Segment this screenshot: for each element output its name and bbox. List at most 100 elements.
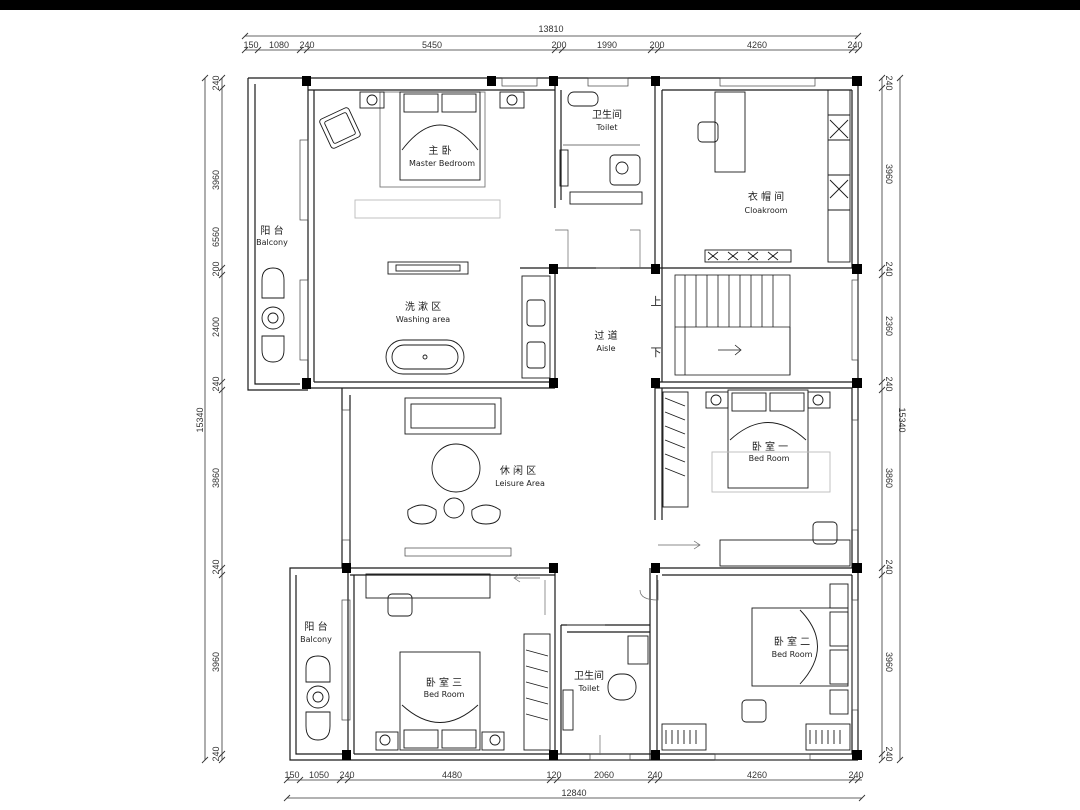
- dim-bottom-seg-4: 120: [546, 770, 561, 780]
- master-armchair: [319, 107, 361, 149]
- dim-bottom-seg-6: 240: [647, 770, 662, 780]
- label-leisure-area-en: Leisure Area: [495, 479, 545, 488]
- toilet-top-fixtures: [559, 91, 643, 205]
- dim-tick: [858, 794, 866, 802]
- dim-right-seg-3: 2360: [884, 316, 894, 336]
- stairs: [674, 274, 791, 376]
- dim-left-total: 15340: [195, 407, 205, 432]
- leisure-fixtures: [404, 397, 502, 525]
- dim-left-segments: 240 3960 6560 200 2400 240 3860 240 3960…: [211, 75, 221, 761]
- label-toilet-top-cn: 卫生间: [592, 108, 622, 121]
- dim-tick: [546, 776, 554, 784]
- dim-tick: [878, 564, 886, 572]
- dim-top-seg-0: 150: [243, 40, 258, 50]
- label-cloakroom-cn: 衣 帽 间: [748, 190, 784, 203]
- room-labels: 主 卧 Master Bedroom 卫生间 Toilet 衣 帽 间 Cloa…: [256, 108, 812, 699]
- dim-tick: [201, 74, 209, 82]
- dim-tick: [654, 46, 662, 54]
- windows: [299, 77, 859, 761]
- label-aisle-en: Aisle: [596, 344, 615, 353]
- dim-tick: [878, 756, 886, 764]
- dim-tick: [848, 46, 856, 54]
- label-bedroom-two-cn: 卧 室 二: [774, 635, 810, 648]
- label-toilet-bottom-en: Toilet: [578, 684, 600, 693]
- dim-tick: [848, 776, 856, 784]
- dim-left-seg-2: 6560: [211, 227, 221, 247]
- top-bar: [0, 0, 1080, 10]
- dim-top-seg-2: 240: [299, 40, 314, 50]
- dim-tick: [201, 756, 209, 764]
- label-toilet-top-en: Toilet: [596, 123, 618, 132]
- dim-tick: [854, 46, 862, 54]
- dim-tick: [241, 32, 249, 40]
- dim-tick: [336, 776, 344, 784]
- dim-tick: [878, 750, 886, 758]
- dim-right-seg-7: 3960: [884, 652, 894, 672]
- dim-tick: [218, 564, 226, 572]
- dim-top-seg-5: 1990: [597, 40, 617, 50]
- label-bedroom-two-en: Bed Room: [772, 650, 813, 659]
- dim-left-seg-0: 240: [211, 75, 221, 90]
- dim-tick: [218, 264, 226, 272]
- dim-tick: [283, 794, 291, 802]
- dim-tick: [896, 756, 904, 764]
- dim-tick: [551, 46, 559, 54]
- dim-tick: [296, 776, 304, 784]
- balcony-bottom-fixtures: [305, 655, 331, 741]
- dim-bottom-seg-0: 150: [284, 770, 299, 780]
- dim-tick: [303, 46, 311, 54]
- dim-bottom-seg-5: 2060: [594, 770, 614, 780]
- dim-tick: [647, 776, 655, 784]
- dim-tick: [854, 32, 862, 40]
- dim-tick: [218, 756, 226, 764]
- dim-left-seg-9: 240: [211, 746, 221, 761]
- dim-top-seg-6: 200: [649, 40, 664, 50]
- dim-top-segments: 150 1080 240 5450 200 1990 200 4260 240: [243, 40, 862, 50]
- dim-left-seg-4: 2400: [211, 317, 221, 337]
- dim-right-seg-2: 240: [884, 261, 894, 276]
- columns: [302, 76, 862, 760]
- dim-tick: [647, 46, 655, 54]
- dim-bottom-seg-1: 1050: [309, 770, 329, 780]
- label-master-bedroom-en: Master Bedroom: [409, 159, 475, 168]
- dimension-lines: [204, 35, 901, 799]
- dim-tick: [218, 386, 226, 394]
- dim-bottom-total: 12840: [561, 788, 586, 798]
- dim-tick: [854, 776, 862, 784]
- dim-tick: [296, 46, 304, 54]
- dim-tick: [218, 750, 226, 758]
- master-bed: [354, 91, 525, 219]
- label-bedroom-three-cn: 卧 室 三: [426, 676, 462, 689]
- dim-left-seg-6: 3860: [211, 468, 221, 488]
- dim-right-seg-8: 240: [884, 746, 894, 761]
- label-leisure-area-cn: 休 闲 区: [500, 464, 536, 477]
- dim-bottom-seg-7: 4260: [747, 770, 767, 780]
- dim-tick: [218, 74, 226, 82]
- label-bedroom-three-en: Bed Room: [424, 690, 465, 699]
- dim-tick: [218, 271, 226, 279]
- dim-right-seg-4: 240: [884, 376, 894, 391]
- dim-right-seg-0: 240: [884, 75, 894, 90]
- dim-bottom-segments: 150 1050 240 4480 120 2060 240 4260 240: [284, 770, 863, 780]
- dim-right-segments: 240 3960 240 2360 240 3860 240 3960 240: [884, 75, 894, 761]
- dim-tick: [896, 74, 904, 82]
- dim-left-seg-3: 200: [211, 261, 221, 276]
- bedroom-two-fixtures: [661, 583, 851, 751]
- dim-tick: [218, 378, 226, 386]
- dim-tick: [878, 74, 886, 82]
- dim-tick: [218, 84, 226, 92]
- label-balcony-bottom-en: Balcony: [300, 635, 332, 644]
- dim-left-seg-7: 240: [211, 559, 221, 574]
- dim-right-seg-6: 240: [884, 559, 894, 574]
- furniture: [261, 89, 851, 755]
- label-stair-down: 下: [651, 346, 662, 359]
- label-balcony-top-cn: 阳 台: [260, 224, 283, 237]
- dim-top-seg-8: 240: [847, 40, 862, 50]
- label-balcony-top-en: Balcony: [256, 238, 288, 247]
- dim-tick: [241, 46, 249, 54]
- dimension-ticks: [201, 32, 904, 802]
- dim-top-seg-3: 5450: [422, 40, 442, 50]
- label-stair-up: 上: [651, 295, 662, 308]
- dim-right-seg-1: 3960: [884, 164, 894, 184]
